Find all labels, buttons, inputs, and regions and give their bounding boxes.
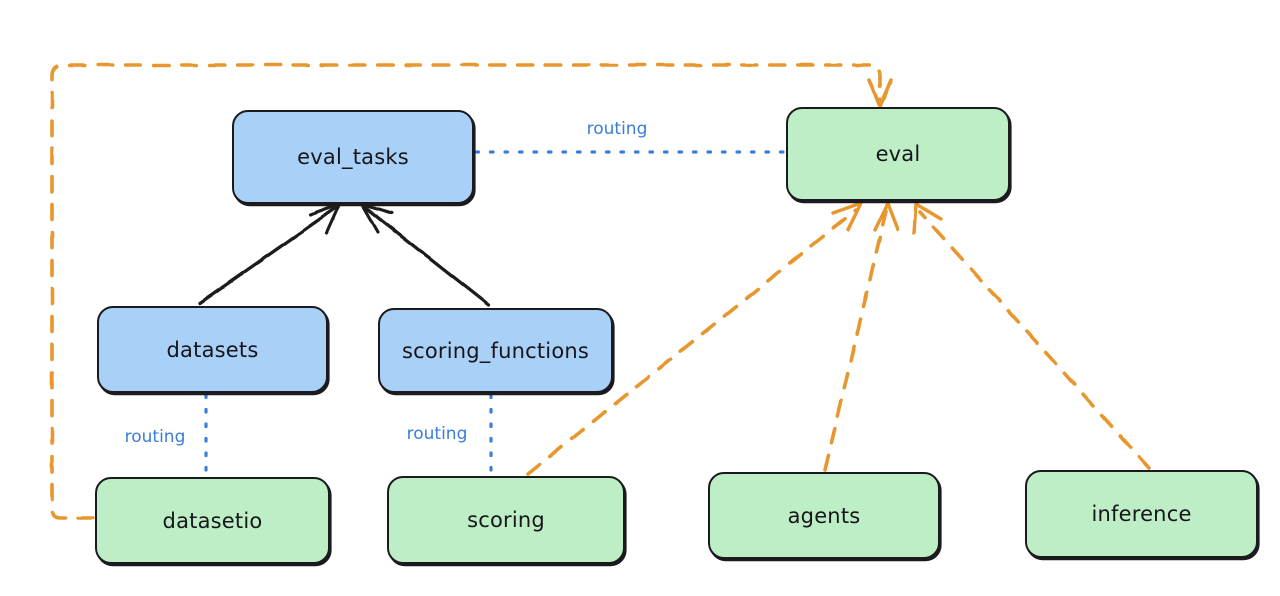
node-agents[interactable]: agents [708, 472, 940, 559]
edge-label-routing-scoring_functions-scoring: routing [406, 424, 468, 444]
node-label: datasets [166, 337, 259, 362]
node-datasetio[interactable]: datasetio [95, 477, 330, 564]
node-label: eval [875, 142, 921, 166]
edge-agents-eval [823, 201, 900, 472]
node-label: inference [1091, 502, 1192, 526]
node-label: eval_tasks [297, 145, 409, 169]
node-eval[interactable]: eval [786, 107, 1010, 201]
node-label: agents [787, 503, 861, 528]
node-inference[interactable]: inference [1025, 470, 1258, 558]
node-datasets[interactable]: datasets [97, 306, 328, 393]
node-label: scoring_functions [401, 338, 590, 363]
node-scoring[interactable]: scoring [387, 476, 625, 564]
node-scoring_functions[interactable]: scoring_functions [378, 308, 613, 393]
edge-scoring_functions-eval_tasks [360, 202, 491, 307]
node-eval_tasks[interactable]: eval_tasks [232, 110, 474, 204]
edge-label-routing-eval_tasks-eval: routing [586, 119, 648, 139]
node-label: datasetio [162, 508, 263, 533]
edge-inference-eval [912, 202, 1151, 470]
node-label: scoring [467, 508, 545, 532]
edge-datasets-eval_tasks [198, 202, 342, 305]
edge-label-routing-datasets-datasetio: routing [124, 427, 186, 447]
